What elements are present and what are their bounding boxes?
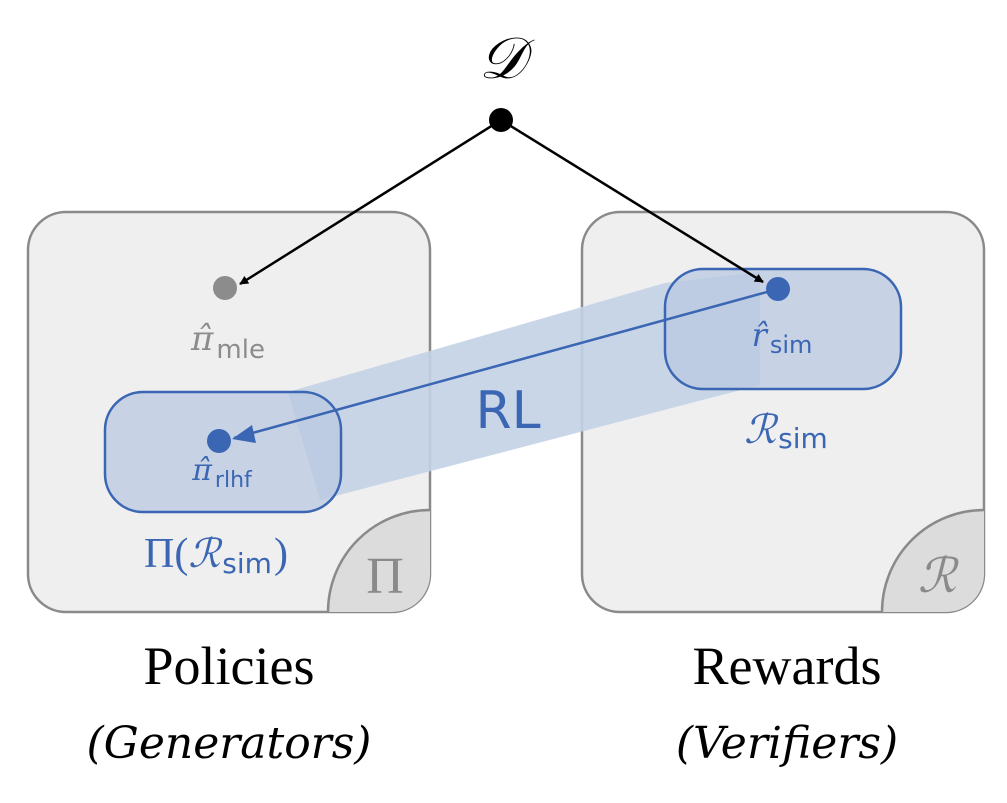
reward-space-corner-label: ℛ — [918, 548, 960, 604]
node-dataset — [489, 108, 513, 132]
reward-subset-label: ℛsim — [744, 407, 828, 455]
policy-space-corner-badge — [326, 508, 430, 612]
dataset-label: 𝒟 — [479, 24, 535, 92]
reward-space-corner-badge — [880, 508, 984, 612]
node-pi-mle — [213, 276, 237, 300]
r-sim-sub: sim — [770, 331, 813, 359]
rl-label: RL — [475, 381, 540, 441]
pi-rlhf-sub: rlhf — [215, 468, 253, 493]
r-sim-base: r̂ — [752, 316, 769, 354]
edge-dataset-to-pi-mle — [239, 118, 502, 286]
node-pi-rlhf — [207, 429, 231, 453]
r-sim-label: r̂sim — [752, 316, 813, 359]
reward-subset-box — [663, 267, 903, 391]
reward-subset-sub: sim — [778, 422, 828, 455]
policy-subset-label: Π(ℛsim) — [144, 531, 288, 580]
edge-rl-r-sim-to-pi-rlhf — [233, 287, 779, 440]
rewards-subtitle: (Verifiers) — [676, 718, 898, 769]
policy-subset-close: ) — [274, 531, 288, 577]
pi-mle-base: π̂ — [190, 319, 214, 359]
rewards-title: Rewards — [693, 636, 882, 696]
pi-rlhf-base: π̂ — [191, 453, 213, 488]
node-r-sim — [766, 277, 790, 301]
edge-dataset-to-r-sim — [500, 118, 764, 284]
rl-arrowhead — [232, 425, 256, 443]
policy-subset-open: Π( — [144, 531, 188, 577]
policy-space-corner-label: Π — [366, 548, 404, 605]
pi-mle-sub: mle — [216, 335, 265, 365]
policy-subset-sub: sim — [222, 547, 272, 580]
pi-rlhf-label: π̂rlhf — [191, 453, 253, 493]
rl-band — [288, 272, 760, 500]
pi-mle-label: π̂mle — [190, 319, 265, 365]
policies-title: Policies — [144, 636, 315, 696]
reward-subset-script: ℛ — [744, 407, 779, 453]
policy-subset-script: ℛ — [188, 531, 223, 577]
policies-subtitle: (Generators) — [87, 718, 372, 769]
